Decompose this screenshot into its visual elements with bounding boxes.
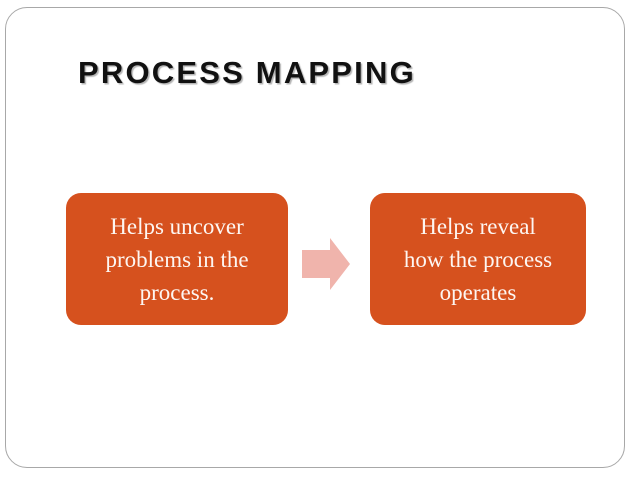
- process-box-2[interactable]: Helps reveal how the process operates: [370, 193, 586, 325]
- right-arrow-icon: [300, 236, 352, 292]
- process-box-2-text: Helps reveal how the process operates: [403, 213, 553, 305]
- process-box-1-text: Helps uncover problems in the process.: [105, 213, 249, 305]
- page-title: PROCESS MAPPING: [78, 55, 416, 90]
- process-box-1[interactable]: Helps uncover problems in the process.: [66, 193, 288, 325]
